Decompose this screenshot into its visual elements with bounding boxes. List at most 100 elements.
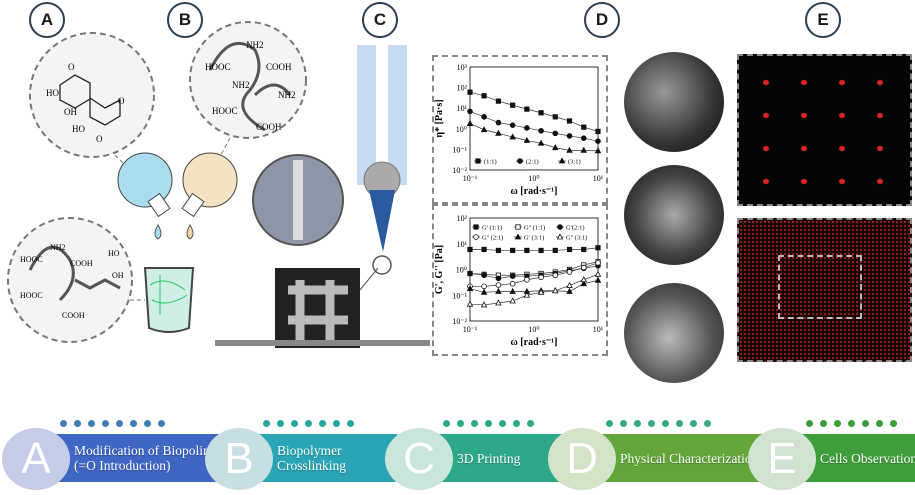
data-point bbox=[495, 282, 502, 288]
y-tick-label: 10¹ bbox=[457, 240, 468, 249]
step-letter: B bbox=[205, 428, 273, 490]
decor-dot bbox=[319, 420, 326, 427]
print-bed bbox=[215, 340, 430, 346]
data-point bbox=[537, 288, 545, 295]
data-point bbox=[524, 106, 530, 112]
y-tick-label: 10⁻² bbox=[452, 166, 467, 175]
data-point bbox=[495, 98, 502, 104]
x-axis-label: ω [rad·s⁻¹] bbox=[511, 337, 558, 348]
legend-label: G' (3:1) bbox=[524, 235, 544, 242]
data-point bbox=[495, 247, 502, 254]
data-point bbox=[566, 246, 573, 253]
data-point bbox=[580, 276, 588, 283]
legend-label: G'' (3:1) bbox=[566, 235, 587, 242]
x-axis-label: ω [rad·s⁻¹] bbox=[511, 186, 558, 197]
data-point bbox=[509, 287, 516, 294]
step-label: Modification of Biopolimers (=O Introduc… bbox=[42, 434, 230, 482]
data-point bbox=[466, 285, 474, 292]
data-point bbox=[566, 133, 573, 139]
data-point bbox=[594, 276, 602, 283]
data-point bbox=[467, 108, 473, 115]
decor-dot bbox=[634, 420, 641, 427]
data-point bbox=[480, 126, 488, 133]
chart-modulus-box bbox=[432, 204, 608, 356]
decor-dot bbox=[704, 420, 711, 427]
legend-marker bbox=[558, 157, 566, 164]
data-point bbox=[495, 129, 502, 136]
sem-image-3 bbox=[624, 283, 724, 383]
data-point bbox=[467, 270, 473, 277]
svg-text:NH2: NH2 bbox=[246, 40, 264, 50]
decor-dot bbox=[620, 420, 627, 427]
svg-text:COOH: COOH bbox=[256, 122, 282, 132]
decor-dot bbox=[457, 420, 464, 427]
legend-marker bbox=[557, 224, 563, 230]
x-tick-label: 10⁻¹ bbox=[463, 174, 478, 183]
step-label: Physical Characterization bbox=[588, 434, 778, 482]
decor-dot bbox=[88, 420, 95, 427]
data-point bbox=[523, 291, 531, 298]
data-point bbox=[552, 114, 558, 120]
step-dots bbox=[263, 420, 354, 428]
legend-label: (2:1) bbox=[526, 159, 539, 166]
data-point bbox=[510, 102, 516, 108]
data-point bbox=[481, 283, 487, 290]
x-tick-label: 10¹ bbox=[593, 325, 604, 334]
data-point bbox=[566, 281, 573, 288]
legend-marker bbox=[473, 234, 479, 240]
svg-text:HO: HO bbox=[46, 88, 59, 98]
step-dots bbox=[806, 420, 897, 428]
legend-marker bbox=[475, 158, 481, 164]
decor-dot bbox=[60, 420, 67, 427]
step-dots bbox=[606, 420, 711, 428]
data-point bbox=[480, 288, 488, 295]
data-point bbox=[566, 287, 573, 294]
data-point bbox=[537, 139, 545, 146]
series-line bbox=[469, 273, 599, 306]
decor-dot bbox=[662, 420, 669, 427]
legend-marker bbox=[473, 224, 479, 230]
panel-label-d: D bbox=[584, 2, 620, 38]
sem-image-1 bbox=[624, 52, 724, 152]
molecule-b-zoom: NH2 HOOC COOH NH2 NH2 HOOC COOH bbox=[189, 21, 307, 139]
decor-dot bbox=[74, 420, 81, 427]
data-point bbox=[581, 246, 587, 253]
data-point bbox=[595, 245, 601, 251]
legend-label: (1:1) bbox=[484, 159, 497, 166]
svg-text:NH2: NH2 bbox=[50, 243, 66, 252]
data-point bbox=[552, 287, 559, 294]
data-point bbox=[552, 247, 558, 254]
legend-label: G'(2:1) bbox=[566, 225, 585, 232]
step-d: Physical Characterization D bbox=[548, 420, 778, 490]
panel-label-b: B bbox=[167, 2, 203, 38]
data-point bbox=[509, 133, 516, 140]
data-point bbox=[481, 246, 487, 253]
legend-marker bbox=[515, 224, 521, 230]
data-point bbox=[594, 147, 602, 154]
series-line bbox=[469, 91, 599, 132]
decor-dot bbox=[834, 420, 841, 427]
decor-dot bbox=[443, 420, 450, 427]
data-point bbox=[495, 275, 502, 282]
decor-dot bbox=[305, 420, 312, 427]
decor-dot bbox=[676, 420, 683, 427]
legend-label: G'' (1:1) bbox=[524, 225, 545, 232]
data-point bbox=[481, 93, 487, 99]
data-point bbox=[552, 144, 559, 151]
data-point bbox=[580, 135, 587, 141]
y-tick-label: 10² bbox=[457, 214, 468, 223]
decor-dot bbox=[485, 420, 492, 427]
series-line bbox=[469, 123, 599, 152]
series-line bbox=[469, 279, 599, 293]
decor-dot bbox=[471, 420, 478, 427]
y-tick-label: 10⁰ bbox=[456, 125, 467, 134]
series-line bbox=[470, 247, 599, 251]
step-letter: D bbox=[548, 428, 616, 490]
sem-image-2 bbox=[624, 165, 724, 265]
data-point bbox=[466, 119, 474, 126]
data-point bbox=[523, 136, 531, 143]
y-tick-label: 10⁻² bbox=[452, 317, 467, 326]
step-letter: C bbox=[385, 428, 453, 490]
